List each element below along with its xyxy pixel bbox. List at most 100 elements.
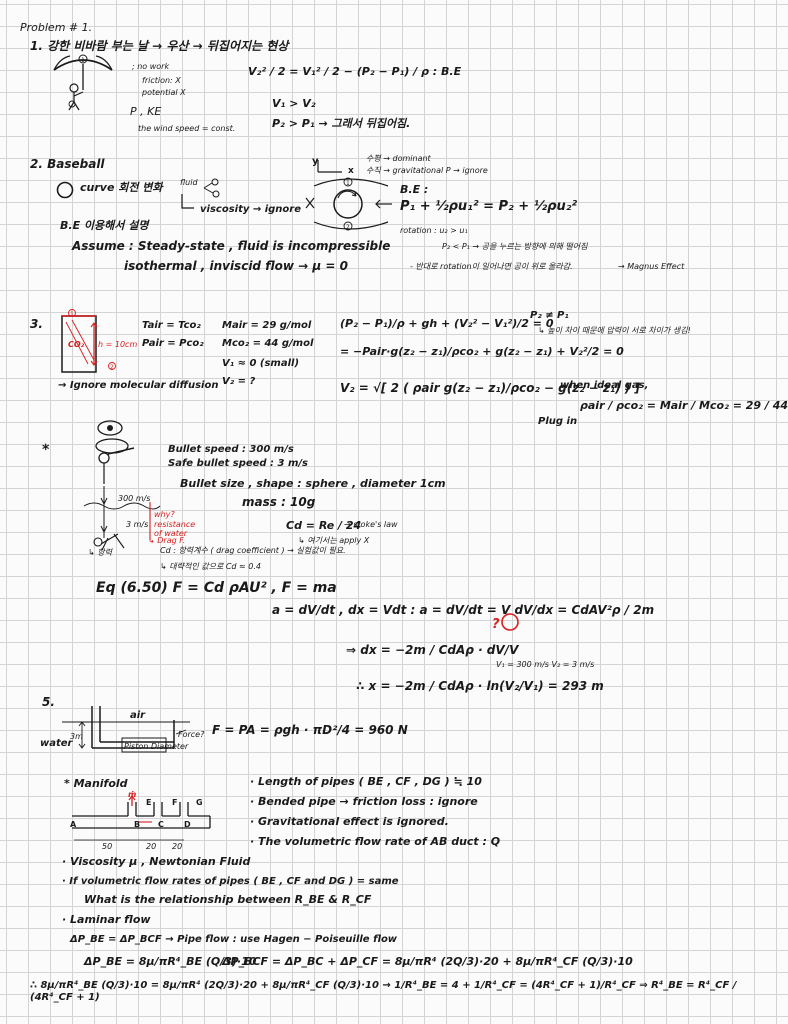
page-title: Problem # 1. [20,21,93,34]
p3-p-not-equal-note: ↳ 높이 차이 때문에 압력이 서로 차이가 생김! [538,326,691,335]
p3-equation-3: V₂ = √[ 2 ( ρair g(z₂ − z₁)/ρco₂ − g(z₂ … [340,381,640,395]
p4-drag-force-label: ↳ Drag F. [148,536,186,545]
p5-air-label: air [130,710,146,721]
p4-speed-in-label: 300 m/s [118,494,151,503]
p3-pressure-equal: Pair = Pco₂ [142,338,204,349]
p5-water-label: water [40,738,73,749]
problem-1-heading: 강한 비바람 부는 날 → 우산 → 뒤집어지는 현상 [47,39,289,53]
p3-temperature-equal: Tair = Tco₂ [142,320,201,331]
p4-cd-equation: Cd = Re / 24 [286,519,362,532]
p2-viscosity-note: viscosity → ignore [200,204,302,215]
svg-text:1: 1 [70,311,74,318]
p5-manifold-diagram [72,795,211,841]
p2-ball-flow-sketch [181,178,220,209]
p4-dx-equation: ⇒ dx = −2m / CdAρ · dV/V [346,643,519,657]
p5-dim-bc: 20 [146,842,157,851]
svg-text:2: 2 [346,224,350,231]
problem-5-number: 5. [42,695,55,709]
p2-assumption-1: Assume : Steady-state , fluid is incompr… [72,239,391,253]
p2-ball-flow-diagram: 1 2 [305,160,392,231]
p5-question: What is the relationship between R_BE & … [84,893,372,906]
p5-force-equation: F = PA = ρgh · πD²/4 = 960 N [212,723,408,737]
p4-acceleration-eq: a = dV/dt , dx = Vdt : a = dV/dt = V dV/… [272,603,655,617]
p2-fluid-label: fluid [180,178,198,187]
p4-question-mark: ? [492,617,500,632]
p3-ignore-diffusion: → Ignore molecular diffusion [58,380,219,391]
p5-tank-piston-diagram [62,706,190,753]
ball-circle-icon [56,181,74,199]
p5-condition-gravity: · Gravitational effect is ignored. [250,815,449,828]
problem-3-number: 3. [30,317,43,331]
p5-node-b: B [134,820,141,829]
p4-drag-label: ↳ 항력 [88,548,112,557]
p4-stokes-law: → stoke's law [344,520,398,529]
p1-pressure-relation: P₂ > P₁ → 그래서 뒤집어짐. [272,117,411,130]
p1-note-friction: friction: X [142,76,181,85]
p5-node-a: A [70,820,77,829]
p5-condition-flowrate: · The volumetric flow rate of AB duct : … [250,835,501,848]
svg-text:2: 2 [110,364,114,371]
p2-bernoulli-equation: P₁ + ½ρu₁² = P₂ + ½ρu₂² [400,199,578,214]
p3-plug-in-label: Plug in [538,416,578,427]
p5-condition-length: · Length of pipes ( BE , CF , DG ) ≒ 10 [250,775,482,788]
p3-density-ratio: ρair / ρco₂ = Mair / Mco₂ = 29 / 44 [580,399,788,412]
p5-dim-ab: 50 [102,842,113,851]
p2-curve-label: curve 회전 변화 [80,181,163,194]
p3-equation-1: (P₂ − P₁)/ρ + gh + (V₂² − V₁²)/2 = 0 [340,317,554,330]
p4-bullet-speed: Bullet speed : 300 m/s [168,444,294,455]
problem-2-heading: Baseball [47,157,105,171]
p4-speed-out-label: 3 m/s [126,520,149,529]
p3-v2-unknown: V₂ = ? [222,376,256,387]
p1-note-work: ; no work [132,62,170,71]
p4-bullet-size: Bullet size , shape : sphere , diameter … [180,477,446,490]
p4-circled-two-highlight [501,613,519,631]
p3-co2-label: CO₂ [68,340,85,349]
p5-dim-cd: 20 [172,842,183,851]
problem-4-number: * [42,442,50,458]
p4-resistance-label: resistance of water [154,520,196,539]
problem-1-number: 1. [30,39,43,53]
problem-2-number: 2. [30,157,43,171]
p2-rotation-note: rotation : u₂ > u₁ [400,226,468,235]
p1-bernoulli-expression: V₂² / 2 = V₁² / 2 − (P₂ − P₁) / ρ [248,65,429,78]
p3-ideal-gas-label: when ideal gas, [560,380,649,391]
p1-be-label: : B.E [432,65,462,78]
p4-result-equation: ∴ x = −2m / CdAρ · ln(V₂/V₁) = 293 m [356,679,604,693]
p4-mass: mass : 10g [242,495,316,509]
p1-p-ke: P , KE [130,105,162,118]
p2-be-label: B.E : [400,183,429,196]
problem-1-title: 1. 강한 비바람 부는 날 → 우산 → 뒤집어지는 현상 [30,39,289,54]
p5-viscosity: · Viscosity μ , Newtonian Fluid [62,855,251,868]
svg-text:1: 1 [81,57,85,64]
p2-be-note: B.E 이용해서 설명 [60,219,149,232]
p2-reverse-note: - 반대로 rotation이 일어나면 공이 위로 올라감. [410,262,573,271]
p5-node-g: G [196,798,203,807]
p5-node-d: D [184,820,191,829]
p4-not-apply: ↳ 여기서는 apply X [298,536,370,545]
p2-pressure-note: P₂ < P₁ → 공을 누르는 방향에 의해 떨어짐 [442,242,588,251]
p4-cd-note: Cd : 항력계수 ( drag coefficient ) → 실험값이 필요… [160,546,346,555]
p1-bernoulli-eq: V₂² / 2 = V₁² / 2 − (P₂ − P₁) / ρ : B.E [248,65,462,79]
p3-p-not-equal: P₂ ≠ P₁ [530,310,569,321]
p2-legend-vertical: 수직 → gravitational P → ignore [366,166,488,175]
problem-2-title: 2. Baseball [30,157,105,172]
p3-molar-mass-co2: Mco₂ = 44 g/mol [222,338,314,349]
p2-magnus-effect: → Magnus Effect [618,262,685,271]
p5-node-f: F [172,798,178,807]
p3-molar-mass-air: Mair = 29 g/mol [222,320,312,331]
umbrella-figure: 1 [53,54,113,111]
p5-pressure-drop: ΔP_BE = ΔP_BCF → Pipe flow : use Hagen −… [70,934,398,945]
p5-force-label: Force? [178,730,205,739]
p5-dp-be: ΔP_BE = 8μ/πR⁴_BE (Q/3)·10 [84,955,257,968]
p1-note-potential: potential X [142,88,186,97]
p5-piston-label: Piston Diameter [124,742,189,751]
p1-wind-speed: the wind speed = const. [138,124,236,133]
svg-text:1: 1 [346,180,350,187]
p4-why-label: why? [154,510,175,519]
p3-height-label: h = 10cm [98,340,138,349]
p2-axis-x-label: x [348,166,354,176]
p3-co2-container-diagram: 1 2 [61,309,116,373]
p5-condition-bend: · Bended pipe → friction loss : ignore [250,795,478,808]
p5-if-statement: · If volumetric flow rates of pipes ( BE… [62,876,399,887]
